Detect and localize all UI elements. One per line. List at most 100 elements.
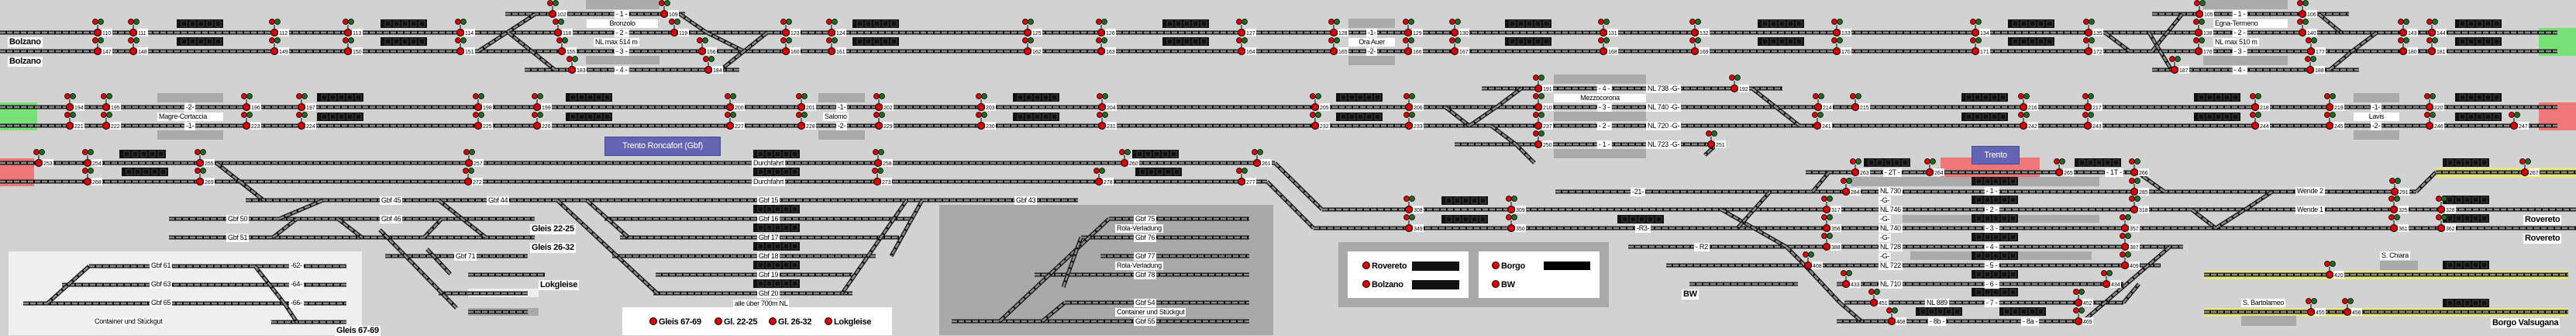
signal-number: 161 xyxy=(836,50,845,55)
track-label-gleis-26-32: Gleis 26-32 xyxy=(530,243,576,253)
signal-icon xyxy=(568,66,576,74)
platform-s-bartolameo xyxy=(2241,316,2296,326)
signal-aspect-green xyxy=(1808,251,1814,258)
signal-icon xyxy=(1534,122,1542,130)
track-limit-label: NL 738 -G- xyxy=(1646,85,1682,93)
legend-label: Gl. 26-32 xyxy=(778,317,812,327)
signal-aspect-green xyxy=(1892,307,1898,313)
track-segment xyxy=(2104,32,2130,52)
signal-icon xyxy=(1405,122,1413,130)
counter-digit xyxy=(2447,196,2454,203)
track-number: - 7 - xyxy=(1984,299,1999,307)
signal-aspect-green xyxy=(2255,93,2261,99)
signal-icon xyxy=(35,159,43,167)
station-button-trento-roncafort[interactable]: Trento Roncafort (Gbf) xyxy=(604,137,721,156)
signal-number: 156 xyxy=(707,50,716,55)
signal-number: 388 xyxy=(1831,245,1841,251)
counter-digit xyxy=(1175,38,1182,45)
signal-icon xyxy=(2130,188,2138,196)
signal-number-bg xyxy=(2314,66,2325,74)
signal-number-bg xyxy=(464,47,475,55)
signal-aspect-red xyxy=(1533,93,1539,99)
signal-icon xyxy=(1405,206,1413,213)
signal-number-bg xyxy=(1542,85,1553,92)
signal-number: 362 xyxy=(2446,227,2455,232)
track-segment xyxy=(840,199,908,295)
signal-aspect-red xyxy=(1449,37,1455,43)
signal-number-bg xyxy=(1841,29,1851,36)
signal-icon xyxy=(474,103,482,111)
track-label-gleis-22-25: Gleis 22-25 xyxy=(530,224,576,234)
counter-digit xyxy=(783,168,790,175)
counter-digit xyxy=(2206,113,2213,120)
signal-aspect-red xyxy=(1236,168,1242,174)
counter-digit xyxy=(1165,168,1172,175)
counter-block xyxy=(2008,37,2054,46)
signal-aspect-green xyxy=(2347,298,2354,304)
signal-number-bg xyxy=(352,47,363,55)
counter-digit xyxy=(1655,216,1662,223)
track-number: - 4 - xyxy=(1984,243,1999,251)
signal-number: 257 xyxy=(474,161,483,167)
counter-digit xyxy=(1975,252,1982,259)
signal-icon xyxy=(825,317,832,325)
signal-number-bg xyxy=(1699,47,1710,55)
note-alle-700m: alle über 700m NL xyxy=(733,300,790,308)
counter-digit xyxy=(774,168,781,175)
signal-aspect-green xyxy=(2403,19,2409,25)
signal-aspect-red xyxy=(2398,37,2404,43)
counter-digit xyxy=(189,38,196,45)
counter-digit xyxy=(126,168,133,175)
counter-digit xyxy=(1042,94,1049,101)
signal-aspect-green xyxy=(832,37,838,43)
signal-aspect-red xyxy=(2018,93,2024,99)
signal-aspect-red xyxy=(1821,233,1827,239)
signal-aspect-red xyxy=(826,37,832,43)
signal-icon xyxy=(875,103,883,111)
counter-digit xyxy=(134,168,141,175)
signal-aspect-red xyxy=(873,112,880,118)
counter-digit xyxy=(1357,94,1364,101)
signal-number-bg xyxy=(1413,103,1424,111)
legend-yard-box xyxy=(622,307,892,335)
signal-aspect-red xyxy=(697,37,703,43)
counter-block xyxy=(2455,93,2502,102)
legend-label: Lokgleise xyxy=(834,317,872,327)
signal-number-bg xyxy=(482,122,493,130)
counter-digit xyxy=(791,280,798,287)
signal-aspect-green xyxy=(348,37,354,43)
track-number: - 2 - xyxy=(1596,122,1612,130)
track-segment xyxy=(586,199,629,238)
signal-icon xyxy=(243,122,250,130)
signal-number-bg xyxy=(2433,122,2444,130)
signal-number-bg xyxy=(1715,140,1726,148)
counter-digit xyxy=(1454,197,1461,204)
signal-aspect-green xyxy=(1334,37,1340,43)
counter-digit xyxy=(2029,20,2036,27)
signal-number: 317 xyxy=(1831,208,1841,213)
signal-aspect-red xyxy=(92,19,98,25)
signal-icon xyxy=(2121,262,2129,269)
counter-block xyxy=(2008,19,2054,28)
signal-number: 233 xyxy=(1414,124,1423,130)
counter-digit xyxy=(587,94,594,101)
counter-digit xyxy=(1992,289,1999,296)
counter-digit xyxy=(774,151,781,158)
platform-bronzolo-1 xyxy=(586,0,659,9)
signal-number: 118 xyxy=(563,31,571,36)
signal-aspect-red xyxy=(1096,37,1102,43)
signal-icon xyxy=(474,122,482,130)
counter-digit xyxy=(757,206,764,213)
counter-digit xyxy=(401,20,408,27)
counter-digit xyxy=(1991,113,1998,120)
counter-block xyxy=(753,242,800,251)
signal-aspect-green xyxy=(877,168,883,174)
station-button-trento[interactable]: Trento xyxy=(1972,146,2020,165)
counter-digit xyxy=(2447,215,2454,222)
signal-aspect-green xyxy=(1846,270,1852,276)
signal-number: 126 xyxy=(1106,31,1115,36)
track-segment xyxy=(2082,246,2171,322)
signal-aspect-red xyxy=(1689,19,1696,25)
counter-digit xyxy=(321,113,328,120)
counter-digit xyxy=(2113,159,2120,166)
